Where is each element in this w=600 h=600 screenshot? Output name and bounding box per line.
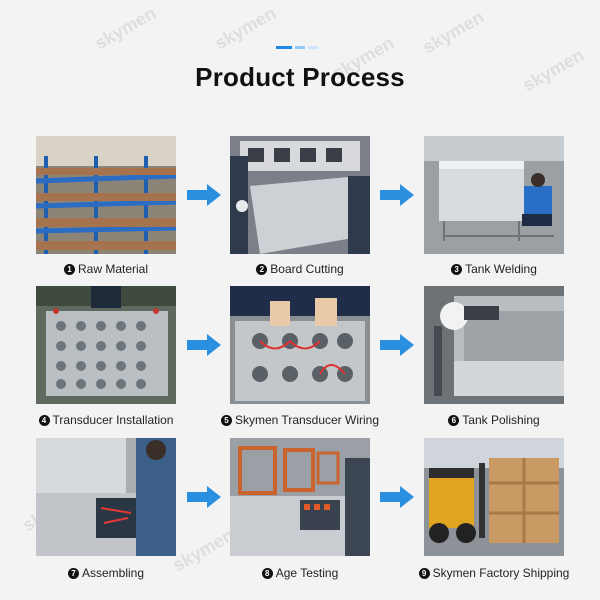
photo-raw-material bbox=[36, 136, 176, 254]
watermark-logo: skymen bbox=[91, 2, 160, 54]
photo-transducer-installation bbox=[36, 286, 176, 404]
step-label: Skymen Factory Shipping bbox=[432, 566, 570, 580]
step-label: Raw Material bbox=[77, 262, 149, 276]
step-number-badge: 5 bbox=[220, 415, 232, 426]
step-label: Skymen Transducer Wiring bbox=[234, 413, 380, 427]
step-number-badge: 6 bbox=[448, 415, 460, 426]
photo-tank-welding bbox=[424, 136, 564, 254]
arrow-right-icon bbox=[380, 184, 414, 206]
step-label: Age Testing bbox=[275, 566, 339, 580]
photo-assembling bbox=[36, 438, 176, 556]
page-title: Product Process bbox=[195, 62, 405, 92]
step-label: Tank Polishing bbox=[462, 413, 540, 427]
photo-transducer-wiring bbox=[230, 286, 370, 404]
photo-tank-polishing bbox=[424, 286, 564, 404]
step-number-badge: 9 bbox=[418, 568, 430, 579]
watermark-logo: skymen bbox=[419, 6, 488, 58]
step-label: Assembling bbox=[81, 566, 145, 580]
photo-board-cutting bbox=[230, 136, 370, 254]
step-number-badge: 4 bbox=[38, 415, 50, 426]
step-label: Transducer Installation bbox=[52, 413, 174, 427]
step-number-badge: 8 bbox=[261, 568, 273, 579]
step-number-badge: 2 bbox=[256, 264, 268, 275]
photo-age-testing bbox=[230, 438, 370, 556]
watermark-logo: skymen bbox=[211, 2, 280, 54]
title-accent-bar bbox=[276, 46, 320, 49]
arrow-right-icon bbox=[187, 334, 221, 356]
step-number-badge: 1 bbox=[63, 264, 75, 275]
step-number-badge: 3 bbox=[451, 264, 463, 275]
arrow-right-icon bbox=[187, 184, 221, 206]
arrow-right-icon bbox=[380, 486, 414, 508]
arrow-right-icon bbox=[380, 334, 414, 356]
step-label: Tank Welding bbox=[465, 262, 537, 276]
step-label: Board Cutting bbox=[270, 262, 344, 276]
step-number-badge: 7 bbox=[67, 568, 79, 579]
arrow-right-icon bbox=[187, 486, 221, 508]
photo-factory-shipping bbox=[424, 438, 564, 556]
